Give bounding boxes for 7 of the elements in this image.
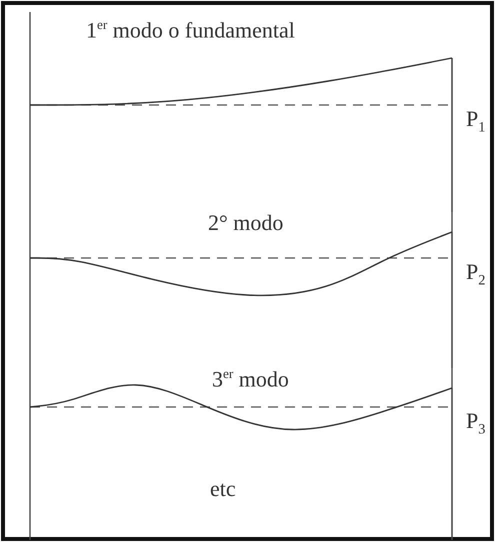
note-text: etc <box>210 478 236 500</box>
point-label: P$_{1}$ <box>466 108 486 135</box>
point-label: P$_{2}$ <box>466 261 486 288</box>
mode-label: 2° modo <box>208 212 284 234</box>
point-label: P$_{3}$ <box>466 410 486 437</box>
mode-label: 1$^{er}$ modo o fundamental <box>86 18 295 42</box>
mode-label: 3$^{er}$ modo <box>212 367 289 390</box>
